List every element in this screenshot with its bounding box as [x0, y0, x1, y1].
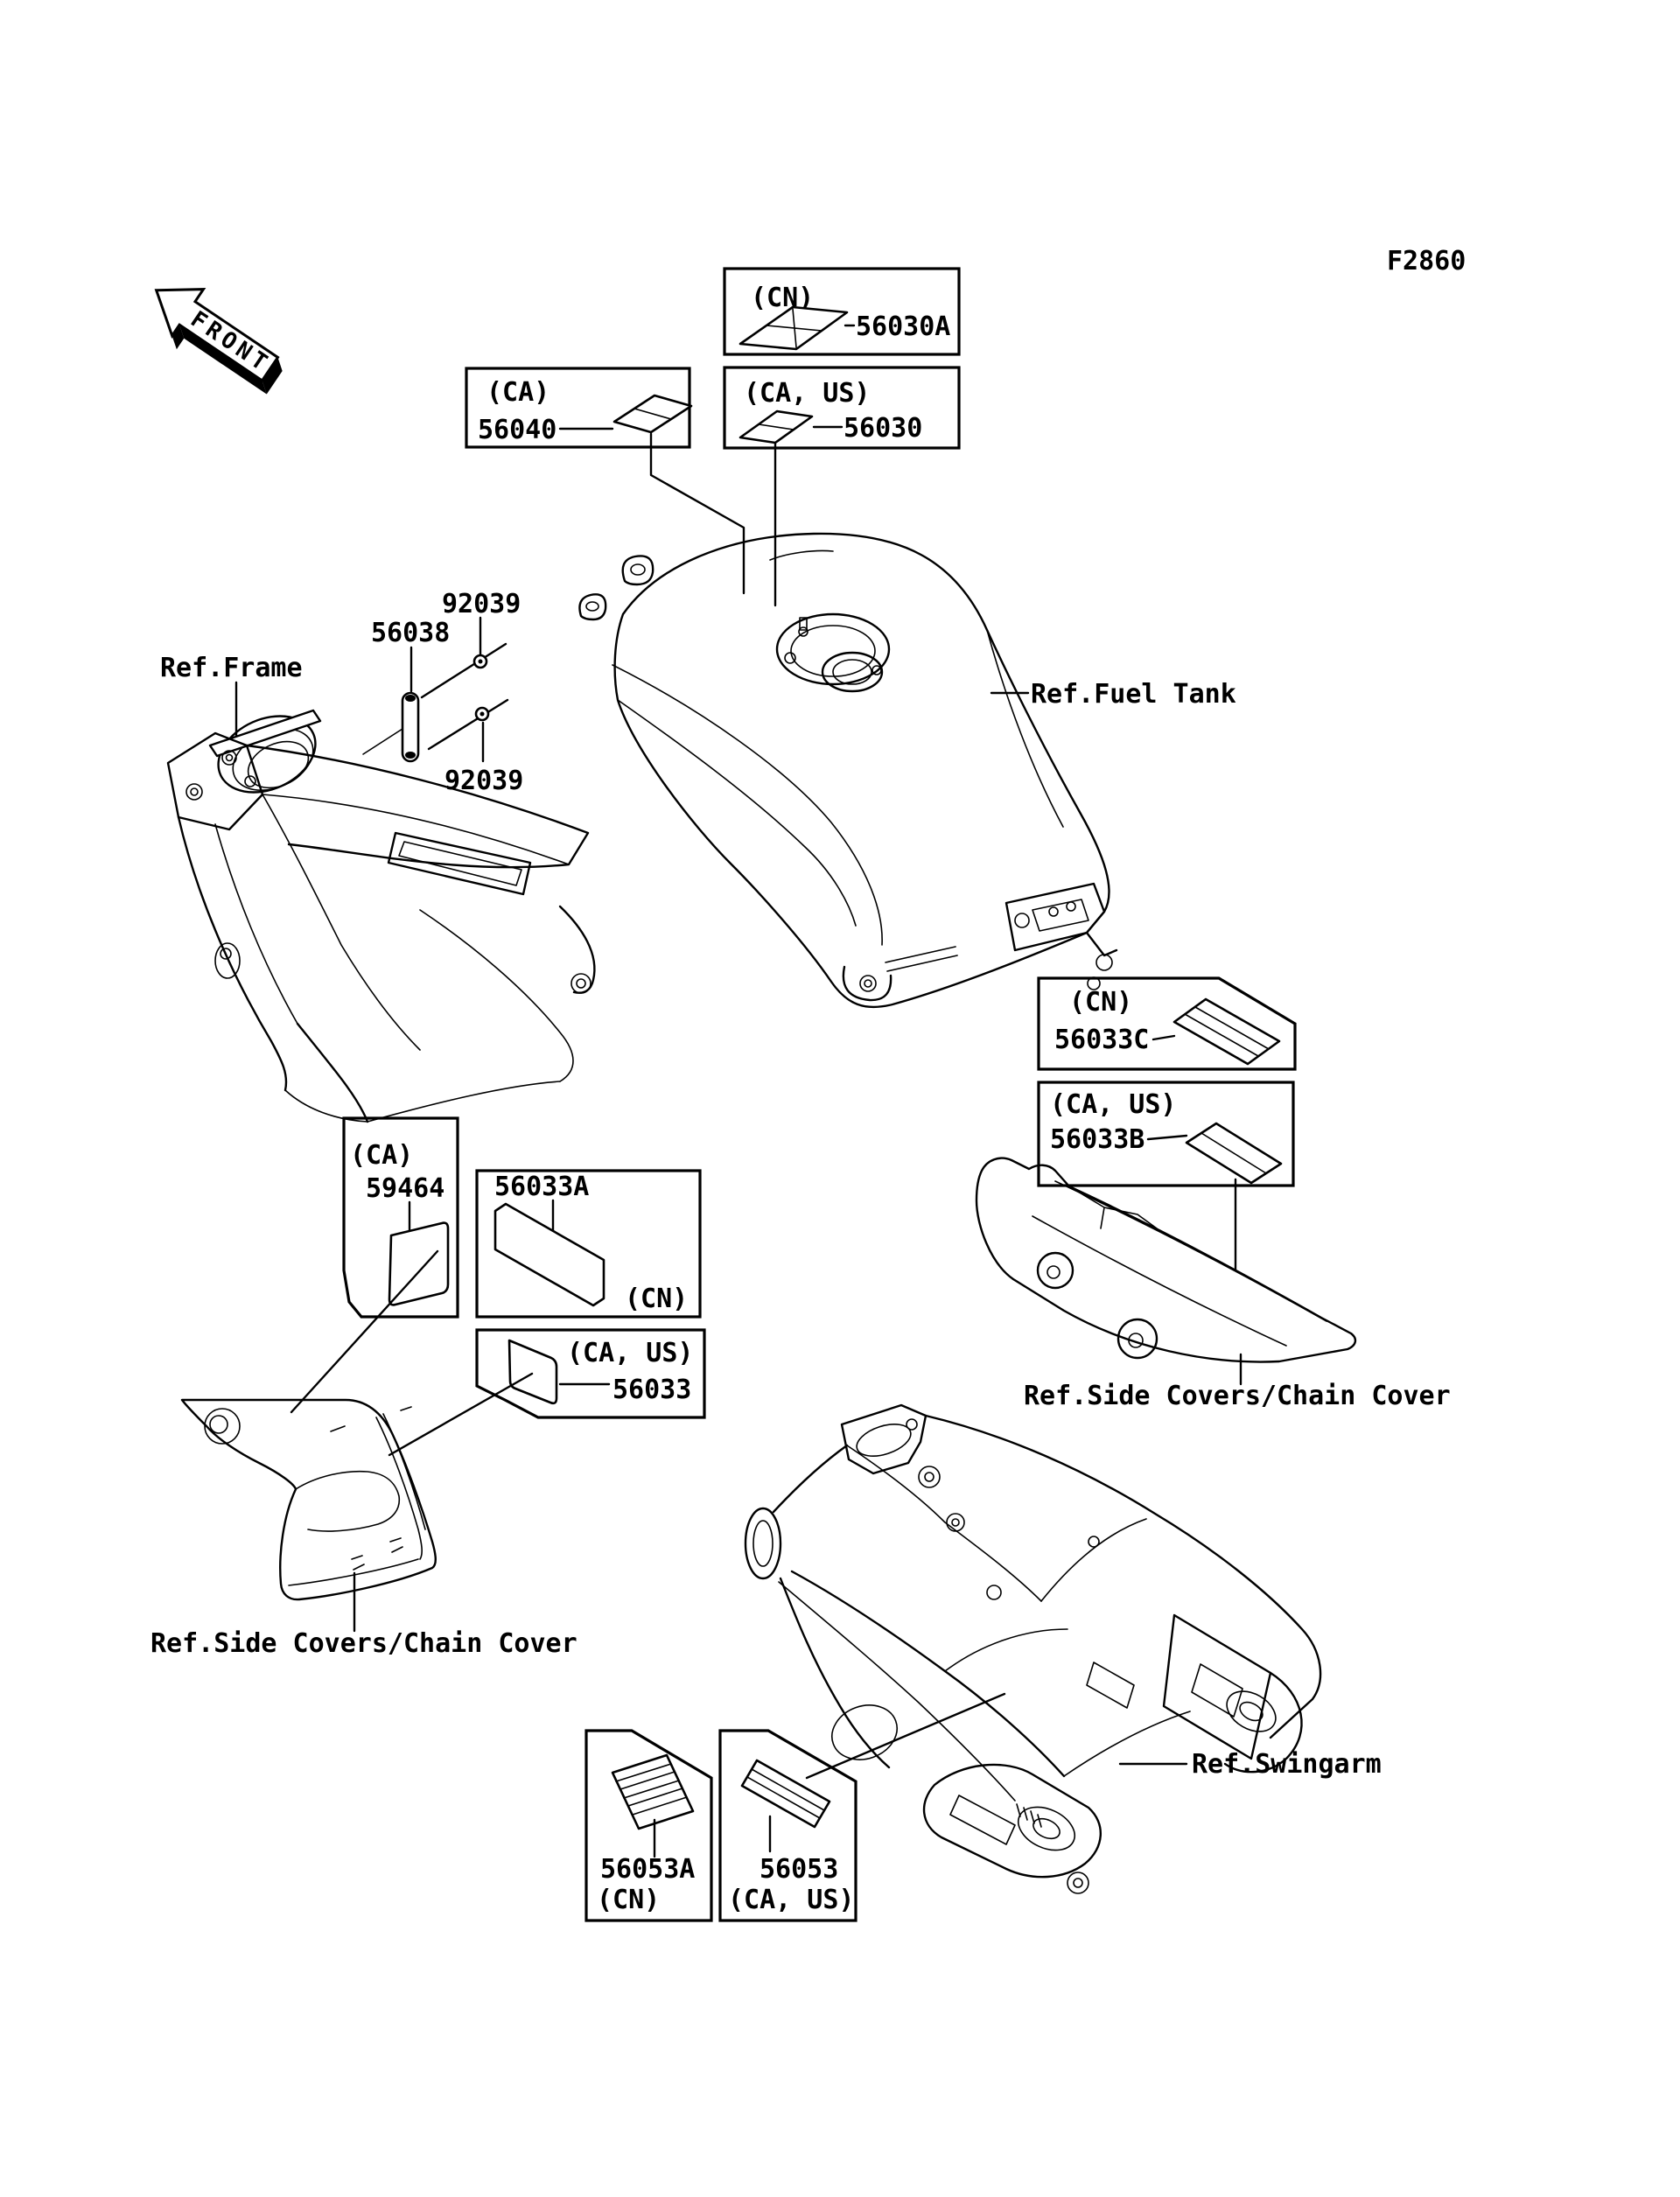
callout-box-56030A: (CN) 56030A — [723, 267, 961, 356]
callout-region: (CN) — [597, 1885, 660, 1915]
ref-frame-label: Ref.Frame — [160, 653, 303, 683]
callout-part-number: 56033C — [1054, 1025, 1149, 1055]
callout-part-number: 56053 — [760, 1854, 838, 1885]
callout-box-56053A: 56053A (CN) — [584, 1729, 713, 1922]
chain-cover-right-drawing — [975, 1157, 1357, 1363]
reference-labels: Ref.Frame Ref.Fuel Tank Ref.Side Covers/… — [150, 653, 1451, 1780]
callout-region: (CN) — [625, 1284, 688, 1314]
label-sticker-sketch — [494, 1202, 606, 1307]
leader-line — [649, 432, 746, 595]
fuel-tank-drawing — [578, 532, 1118, 1009]
fastener-part-number: 92039 — [444, 766, 523, 796]
figure-code: F2860 — [1387, 246, 1466, 276]
ref-side-covers-right-label: Ref.Side Covers/Chain Cover — [1024, 1381, 1451, 1411]
callout-region: (CA, US) — [1050, 1089, 1177, 1120]
front-arrow-icon: FRONT — [154, 288, 283, 395]
callout-box-59464: (CA) 59464 — [290, 1116, 459, 1414]
rivet-pin-sketch — [427, 698, 509, 751]
fastener-labels: 92039 56038 92039 — [362, 589, 523, 796]
callout-box-56033B: (CA, US) 56033B — [1037, 1081, 1295, 1272]
label-sticker-sketch — [388, 1221, 450, 1306]
ref-side-covers-left-label: Ref.Side Covers/Chain Cover — [150, 1628, 578, 1659]
callout-box-56033C: (CN) 56033C — [1037, 976, 1297, 1071]
side-cover-left-drawing — [180, 1398, 437, 1601]
damper-pad-sketch — [401, 691, 420, 763]
callout-region: (CA) — [486, 377, 550, 408]
leader-line — [388, 1372, 534, 1457]
ref-fuel-tank-label: Ref.Fuel Tank — [1031, 679, 1236, 710]
leader-line — [805, 1692, 1006, 1780]
label-sticker-sketch — [508, 1339, 558, 1405]
label-sticker-sketch — [611, 1753, 695, 1830]
callout-region: (CA) — [350, 1140, 413, 1171]
callout-part-number: 59464 — [366, 1173, 444, 1204]
callout-part-number: 56033A — [494, 1172, 589, 1202]
rivet-pin-sketch — [420, 642, 508, 699]
callout-box-56040: (CA) 56040 — [465, 367, 746, 595]
callout-region: (CA, US) — [567, 1338, 694, 1368]
fastener-part-number: 56038 — [371, 618, 450, 648]
label-sticker-sketch — [1172, 997, 1281, 1066]
callout-part-number: 56033 — [612, 1375, 691, 1405]
callout-region: (CA, US) — [728, 1885, 855, 1915]
callout-region: (CA, US) — [744, 378, 871, 409]
callout-region: (CN) — [1069, 987, 1132, 1018]
callout-box-56053: 56053 (CA, US) — [718, 1692, 1006, 1922]
callout-box-56030: (CA, US) 56030 — [723, 366, 961, 607]
fastener-part-number: 92039 — [442, 589, 521, 619]
swingarm-drawing — [744, 1403, 1322, 1894]
leader-line — [290, 1249, 439, 1414]
callout-part-number: 56030 — [844, 413, 922, 444]
callout-part-number: 56040 — [478, 415, 556, 445]
callout-box-56033A: 56033A (CN) — [475, 1169, 702, 1319]
callout-part-number: 56030A — [856, 311, 950, 342]
ref-swingarm-label: Ref.Swingarm — [1192, 1749, 1382, 1780]
callout-part-number: 56053A — [600, 1854, 695, 1885]
frame-drawing — [166, 709, 596, 1123]
callout-box-56033: (CA, US) 56033 — [388, 1328, 706, 1457]
callout-part-number: 56033B — [1050, 1124, 1144, 1155]
